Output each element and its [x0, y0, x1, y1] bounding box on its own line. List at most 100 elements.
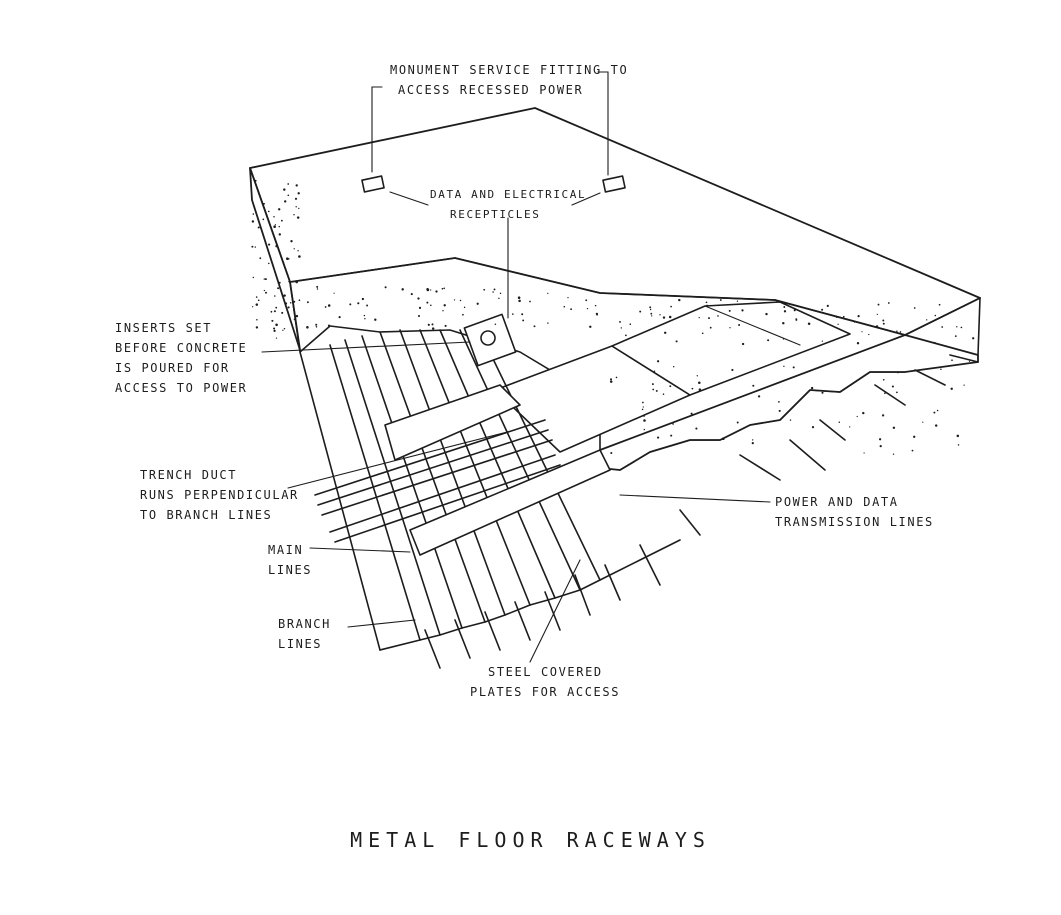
concrete-speckle	[675, 340, 678, 343]
concrete-speckle	[662, 316, 666, 319]
concrete-speckle	[273, 216, 275, 218]
receptacles	[361, 175, 626, 193]
concrete-speckle	[896, 330, 898, 332]
concrete-speckle	[289, 302, 292, 304]
concrete-speckle	[273, 327, 276, 330]
steel-cover-plate-2	[611, 301, 851, 396]
concrete-speckle	[267, 210, 270, 213]
concrete-speckle	[678, 298, 681, 302]
concrete-speckle	[518, 299, 521, 303]
concrete-speckle	[960, 326, 963, 329]
label-steel-line-1: STEEL COVERED	[488, 665, 603, 679]
concrete-speckle	[899, 331, 902, 333]
concrete-speckle	[882, 378, 885, 381]
concrete-speckle	[278, 281, 281, 284]
concrete-speckle	[655, 389, 658, 392]
concrete-speckle	[934, 314, 937, 317]
concrete-speckle	[287, 183, 290, 185]
label-inserts-line-1: INSERTS SET	[115, 321, 213, 335]
concrete-speckle	[620, 327, 622, 329]
concrete-speckle	[878, 438, 882, 441]
concrete-speckle	[529, 300, 531, 303]
concrete-speckle	[696, 375, 698, 377]
concrete-speckle	[297, 250, 299, 252]
concrete-speckle	[695, 427, 698, 430]
concrete-speckle	[256, 319, 258, 321]
concrete-speckle	[838, 421, 841, 423]
concrete-speckle	[863, 452, 865, 454]
concrete-speckle	[431, 327, 435, 330]
concrete-speckle	[293, 248, 295, 250]
label-inserts: INSERTS SET BEFORE CONCRETE IS POURED FO…	[115, 318, 247, 398]
concrete-speckle	[324, 306, 327, 308]
concrete-speckle	[783, 310, 787, 313]
concrete-speckle	[767, 339, 770, 342]
concrete-speckle	[498, 297, 500, 300]
concrete-speckle	[443, 287, 446, 290]
concrete-speckle	[277, 287, 280, 290]
concrete-speckle	[252, 306, 254, 308]
concrete-speckle	[293, 318, 296, 321]
concrete-speckle	[287, 194, 290, 197]
concrete-speckle	[268, 262, 270, 265]
concrete-speckle	[265, 291, 267, 294]
concrete-speckle	[295, 206, 297, 208]
concrete-speckle	[853, 321, 856, 323]
concrete-speckle	[427, 323, 430, 326]
insert-junction-box	[463, 313, 517, 367]
label-inserts-line-2: BEFORE CONCRETE	[115, 341, 248, 355]
concrete-speckle	[499, 292, 502, 295]
concrete-speckle	[941, 326, 944, 328]
concrete-speckle	[629, 323, 632, 326]
concrete-speckle	[653, 370, 656, 372]
label-data-electrical-receptacles: DATA AND ELECTRICAL RECEPTICLES	[430, 185, 586, 225]
concrete-speckle	[255, 326, 259, 329]
concrete-speckle	[257, 226, 260, 229]
concrete-speckle	[431, 323, 434, 326]
concrete-speckle	[327, 324, 331, 327]
concrete-speckle	[837, 323, 839, 325]
concrete-speckle	[643, 415, 645, 417]
concrete-speckle	[315, 323, 318, 326]
concrete-speckle	[698, 388, 702, 391]
concrete-speckle	[882, 319, 885, 322]
concrete-speckle	[492, 291, 494, 293]
concrete-speckle	[642, 406, 644, 408]
concrete-speckle	[641, 408, 644, 411]
concrete-speckle	[463, 306, 466, 309]
concrete-speckle	[736, 421, 739, 424]
concrete-speckle	[731, 368, 734, 372]
label-inserts-line-4: ACCESS TO POWER	[115, 381, 248, 395]
concrete-speckle	[278, 233, 281, 236]
label-power-line-1: POWER AND DATA	[775, 495, 899, 509]
concrete-speckle	[659, 314, 661, 316]
concrete-speckle	[444, 324, 447, 327]
concrete-speckle	[719, 299, 722, 301]
concrete-speckle	[316, 288, 319, 290]
concrete-speckle	[842, 315, 845, 318]
trench-duct	[314, 384, 611, 556]
label-monument-service-fitting: MONUMENT SERVICE FITTING TO ACCESS RECES…	[390, 60, 628, 100]
concrete-speckle	[512, 313, 514, 315]
concrete-speckle	[706, 304, 708, 307]
concrete-speckle	[290, 240, 293, 243]
concrete-speckle	[868, 333, 870, 336]
concrete-speckle	[609, 380, 613, 383]
concrete-speckle	[936, 409, 939, 412]
drawing-title: METAL FLOOR RACEWAYS	[350, 828, 711, 852]
concrete-speckle	[567, 296, 569, 299]
concrete-speckle	[442, 310, 444, 312]
concrete-speckle	[877, 303, 880, 306]
concrete-speckle	[722, 437, 725, 440]
concrete-speckle	[252, 276, 254, 279]
concrete-speckle	[295, 280, 298, 284]
concrete-speckle	[459, 299, 462, 302]
concrete-speckle	[835, 316, 838, 318]
concrete-speckle	[287, 306, 290, 309]
concrete-speckle	[296, 216, 300, 219]
transmission-conduits	[424, 354, 979, 669]
concrete-speckle	[263, 202, 265, 205]
concrete-speckle	[619, 320, 621, 323]
concrete-speckle	[563, 305, 566, 308]
concrete-speckle	[765, 312, 768, 316]
